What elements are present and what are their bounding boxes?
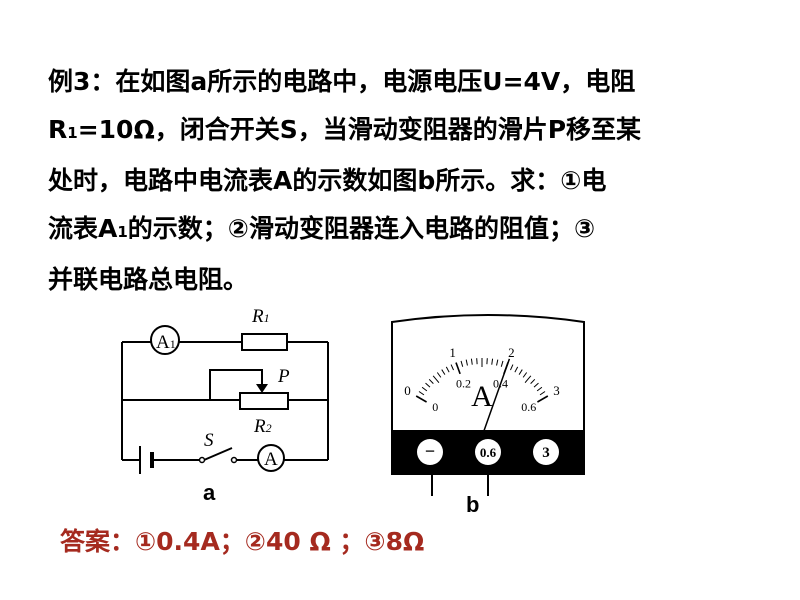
scale-tick — [460, 360, 464, 367]
scale-tick — [425, 382, 431, 388]
a1-text: 流表A — [48, 214, 118, 243]
scale-tick — [428, 378, 434, 384]
terminal-3-label: 3 — [542, 445, 550, 461]
scale-tick — [445, 366, 450, 373]
scale-tick — [530, 378, 536, 384]
scale-label-top: 2 — [508, 345, 514, 360]
problem-line-1: 例3：在如图a所示的电路中，电源电压U=4V，电阻 — [48, 67, 636, 96]
scale-label-bottom: 0.2 — [456, 376, 471, 390]
scale-tick — [539, 391, 546, 396]
ammeter-a-symbol — [257, 444, 285, 472]
scale-label-top: 1 — [449, 345, 456, 360]
r1-subscript: 1 — [67, 124, 78, 142]
switch-contact-right — [230, 456, 238, 464]
scale-tick — [518, 369, 523, 375]
figure-a-caption: a — [203, 480, 216, 505]
slider-p-label: P — [277, 366, 290, 387]
answer-text: 答案：①0.4A；②40 Ω ；③8Ω — [60, 527, 425, 556]
problem-line-4-rest: 的示数；②滑动变阻器连入电路的阻值；③ — [127, 214, 596, 243]
switch-blade — [203, 447, 233, 461]
meter-unit-label: A — [471, 380, 493, 413]
a1-subscript: 1 — [117, 223, 128, 241]
problem-line-2-rest: =10Ω，闭合开关S，当滑动变阻器的滑片P移至某 — [77, 115, 642, 144]
scale-tick — [465, 359, 468, 366]
switch-contact-left — [198, 456, 206, 464]
scale-tick — [450, 364, 454, 371]
switch-s-label: S — [204, 430, 214, 451]
scale-tick — [522, 372, 528, 378]
problem-line-4: 流表A1的示数；②滑动变阻器连入电路的阻值；③ — [48, 205, 768, 256]
terminal-negative — [417, 439, 443, 465]
circuit-diagram: A1 R1 P R2 S A — [121, 306, 329, 474]
terminal-negative-label: − — [425, 441, 435, 461]
r2-label: R2 — [253, 416, 272, 437]
scale-label-top: 3 — [553, 383, 560, 398]
scale-tick — [418, 391, 425, 396]
meter-pointer — [479, 358, 511, 443]
slider-arrow-icon — [256, 384, 268, 393]
scale-tick — [524, 375, 532, 383]
scale-label-top: 0 — [404, 383, 411, 398]
figure-b-caption: b — [466, 492, 480, 517]
slider-wire — [209, 369, 263, 400]
problem-line-3: 处时，电路中电流表A的示数如图b所示。求：①电 — [48, 166, 607, 195]
resistor-r1 — [241, 333, 288, 351]
scale-tick — [510, 364, 514, 371]
resistor-r2 — [239, 392, 289, 410]
scale-label-bottom: 0 — [432, 400, 438, 414]
r1-symbol: R — [48, 115, 68, 144]
scale-tick — [415, 395, 427, 403]
ammeter-a1-label: A1 — [156, 332, 176, 353]
scale-tick — [421, 386, 428, 392]
scale-tick — [536, 386, 543, 392]
problem-line-5: 并联电路总电阻。 — [48, 265, 249, 294]
scale-tick — [491, 358, 494, 365]
scale-tick — [455, 362, 461, 375]
scale-tick — [500, 360, 504, 367]
scale-tick — [496, 359, 499, 366]
scale-tick — [514, 366, 519, 373]
problem-line-2: R1=10Ω，闭合开关S，当滑动变阻器的滑片P移至某 — [48, 106, 768, 157]
ammeter-a-label: A — [264, 449, 278, 470]
terminal-3 — [533, 439, 559, 465]
problem-statement: 例3：在如图a所示的电路中，电源电压U=4V，电阻 R1=10Ω，闭合开关S，当… — [48, 58, 768, 304]
terminal-0-6-label: 0.6 — [480, 445, 497, 460]
terminal-0-6 — [475, 439, 501, 465]
scale-tick — [432, 375, 440, 383]
scale-tick — [533, 382, 539, 388]
scale-tick — [441, 369, 446, 375]
ammeter-a1-symbol — [150, 325, 180, 355]
scale-tick — [436, 372, 442, 378]
r1-label: R1 — [251, 306, 270, 327]
scale-label-bottom: 0.6 — [521, 400, 536, 414]
scale-tick — [470, 358, 473, 365]
scale-tick — [537, 395, 549, 403]
